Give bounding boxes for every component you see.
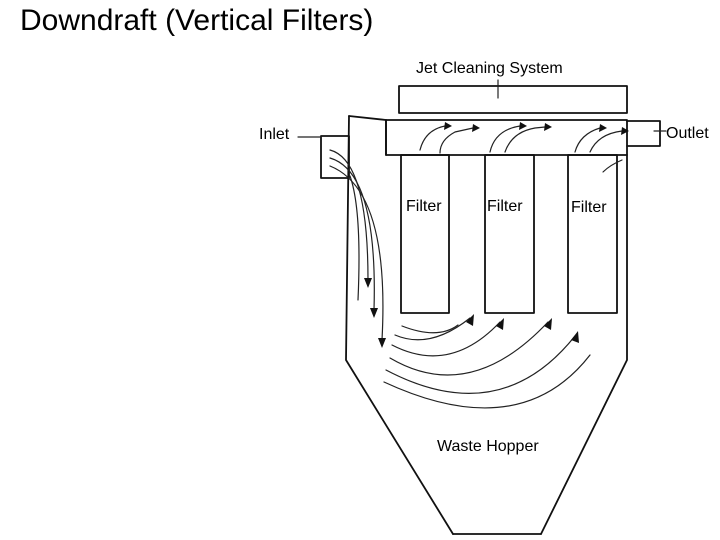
inlet-flow-arrows [329,149,386,348]
filter-3 [567,154,618,314]
waste-hopper-label: Waste Hopper [437,438,539,455]
upflow-arrows [383,314,591,409]
jet-cleaning-manifold [398,85,628,114]
page-title: Downdraft (Vertical Filters) [20,4,374,37]
filter-3-label: Filter [571,199,607,216]
outlet-label: Outlet [666,125,709,142]
housing-top [348,115,387,121]
inlet-duct [320,135,350,179]
housing-left-wall [345,115,454,535]
housing-right-wall [540,154,628,535]
jet-cleaning-label: Jet Cleaning System [416,60,563,77]
filter-1 [400,154,450,314]
filter-2 [484,154,535,314]
filter-2-label: Filter [487,198,523,215]
plenum-flow-arrows [419,122,629,173]
filter-1-label: Filter [406,198,442,215]
outlet-duct [626,120,661,147]
inlet-label: Inlet [259,126,290,143]
